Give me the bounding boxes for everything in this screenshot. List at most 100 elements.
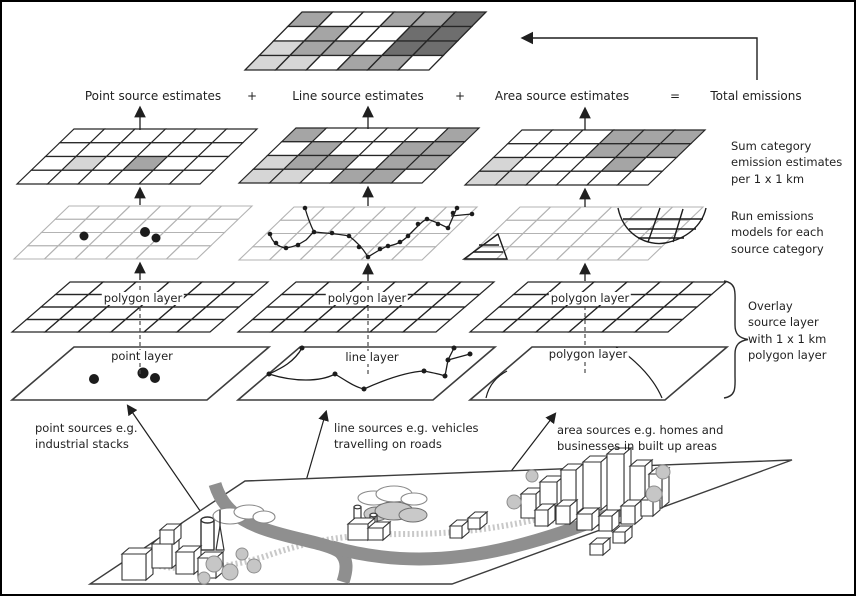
grid-cell: [390, 246, 438, 261]
model-point-dots: [79, 227, 161, 243]
polygon-layer-label-2: polygon layer: [325, 291, 409, 305]
tree-blob: [655, 464, 671, 480]
grid-cell: [676, 281, 728, 296]
point-model-grid: [12, 205, 254, 260]
tree-blob: [645, 485, 663, 503]
total-emissions-grid: [243, 11, 488, 71]
flow-arrows: [134, 105, 591, 281]
building-box: [620, 505, 636, 525]
building-box: [555, 505, 571, 525]
area-model-grid: [463, 206, 705, 261]
source-layers: [9, 346, 730, 401]
building-box: [151, 543, 173, 569]
tree-blob: [525, 469, 539, 483]
tree-blob: [197, 571, 211, 585]
tree-blob: [205, 555, 223, 573]
line-layer-plane: [235, 346, 498, 401]
building-box: [598, 515, 613, 532]
grid-cell: [430, 293, 482, 308]
grid-cell: [192, 218, 240, 234]
church-spire: [215, 510, 225, 551]
point-layer-label: point layer: [109, 349, 175, 363]
run-models-note: Run emissions models for each source cat…: [731, 209, 824, 256]
polygon-layer-label-3: polygon layer: [548, 291, 632, 305]
point-sources-caption: point sources e.g. industrial stacks: [35, 421, 138, 451]
polygon-src-layer-label: polygon layer: [546, 347, 630, 361]
total-emissions-label: Total emissions: [710, 89, 802, 103]
line-layer-label: line layer: [343, 350, 401, 364]
plus-sign-2: +: [454, 89, 466, 103]
building-box: [449, 525, 463, 539]
grid-cell: [175, 318, 227, 333]
line-layer-roads: [266, 345, 473, 392]
grid-cell: [390, 168, 438, 184]
total-feedback-arrow: [520, 31, 758, 80]
grid-cell: [662, 293, 714, 308]
smokestack: [200, 516, 215, 551]
area-layer-plane: [467, 346, 730, 401]
grid-cell: [178, 231, 226, 247]
grid-cell: [444, 281, 496, 296]
point-source-estimates-label: Point source estimates: [84, 89, 222, 103]
city-illustration: [87, 446, 793, 585]
building-box: [175, 551, 195, 575]
grid-cell: [647, 306, 699, 321]
overlay-note: Overlay source layer with 1 x 1 km polyg…: [748, 299, 827, 362]
building-box: [606, 453, 625, 511]
building-box: [612, 531, 626, 544]
area-estimates-grid: [463, 129, 707, 186]
building-box: [534, 509, 549, 527]
grid-cell: [218, 281, 270, 296]
polygon-layer-grid-3: [468, 281, 728, 333]
grid-cell: [403, 232, 451, 248]
tree-blob: [221, 563, 239, 581]
white-smoke-cloud: [212, 504, 276, 525]
building-box: [520, 493, 537, 519]
building-box: [589, 543, 604, 556]
model-area-shapes: [461, 207, 707, 260]
area-source-estimates-label: Area source estimates: [494, 89, 630, 103]
grid-cell: [633, 318, 685, 333]
grid-cell: [204, 293, 256, 308]
area-sources-caption: area sources e.g. homes and businesses i…: [557, 423, 724, 453]
grid-cell: [401, 318, 453, 333]
tree-blob: [235, 547, 249, 561]
building-box: [121, 553, 147, 581]
building-box: [582, 461, 602, 511]
equals-sign: =: [669, 89, 681, 103]
grid-cell: [616, 170, 664, 186]
building-box: [640, 499, 654, 517]
city-buildings: [448, 446, 671, 557]
line-source-estimates-label: Line source estimates: [292, 89, 424, 103]
grid-cell: [616, 246, 664, 261]
grid-cell: [206, 205, 254, 220]
tree-blob: [246, 558, 262, 574]
factory-smoke-white: [357, 485, 428, 506]
model-line-network: [267, 205, 475, 260]
tree-blob: [506, 494, 522, 510]
grid-cell: [629, 232, 677, 248]
light-road: [141, 514, 548, 572]
line-estimates-grid: [237, 127, 481, 184]
trees: [197, 464, 671, 585]
plus-sign-1: +: [246, 89, 258, 103]
polygon-layer-grid-2: [236, 281, 496, 333]
building-box: [576, 513, 593, 531]
polygon-layer-label-1: polygon layer: [101, 291, 185, 305]
building-box: [347, 523, 369, 541]
overlay-brace: [723, 280, 749, 399]
line-model-grid: [237, 206, 479, 261]
grid-cell: [417, 219, 465, 235]
line-sources-caption: line sources e.g. vehicles travelling on…: [334, 421, 479, 451]
grid-cell: [415, 306, 467, 321]
building-box: [159, 529, 175, 545]
grid-cell: [396, 54, 445, 71]
grid-cell: [165, 245, 213, 260]
point-estimates-grid: [15, 128, 259, 185]
building-box: [467, 517, 481, 530]
factory-buildings: [346, 516, 392, 542]
sum-category-note: Sum category emission estimates per 1 x …: [731, 139, 843, 186]
building-box: [367, 527, 384, 541]
